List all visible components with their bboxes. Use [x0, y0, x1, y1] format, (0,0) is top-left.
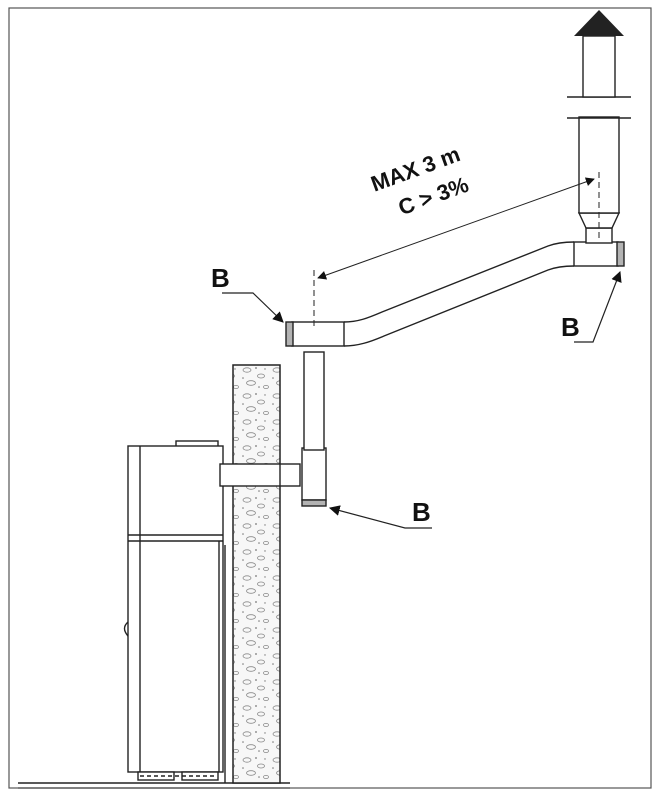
diagram-frame	[8, 7, 652, 789]
chimney-stack	[567, 35, 631, 229]
masonry-wall	[232, 364, 281, 784]
top-left-fitting	[285, 321, 345, 347]
right-cap	[616, 241, 625, 267]
stove-body	[127, 445, 224, 773]
chimney-cap-icon	[574, 10, 624, 36]
vertical-riser	[301, 351, 327, 507]
stove-handle	[123, 621, 129, 637]
callout-top-left: B	[211, 263, 284, 323]
callout-label: B	[412, 497, 431, 527]
top-left-cap	[285, 321, 294, 347]
stove	[123, 440, 226, 783]
callout-bottom: B	[328, 497, 432, 529]
callout-label: B	[561, 312, 580, 342]
callout-right: B	[561, 270, 622, 343]
sloped-pipe	[343, 241, 575, 347]
wall-connector-pipe	[219, 463, 301, 487]
riser-bottom-cap	[301, 499, 327, 507]
dimension-line	[317, 177, 595, 280]
callout-label: B	[211, 263, 230, 293]
